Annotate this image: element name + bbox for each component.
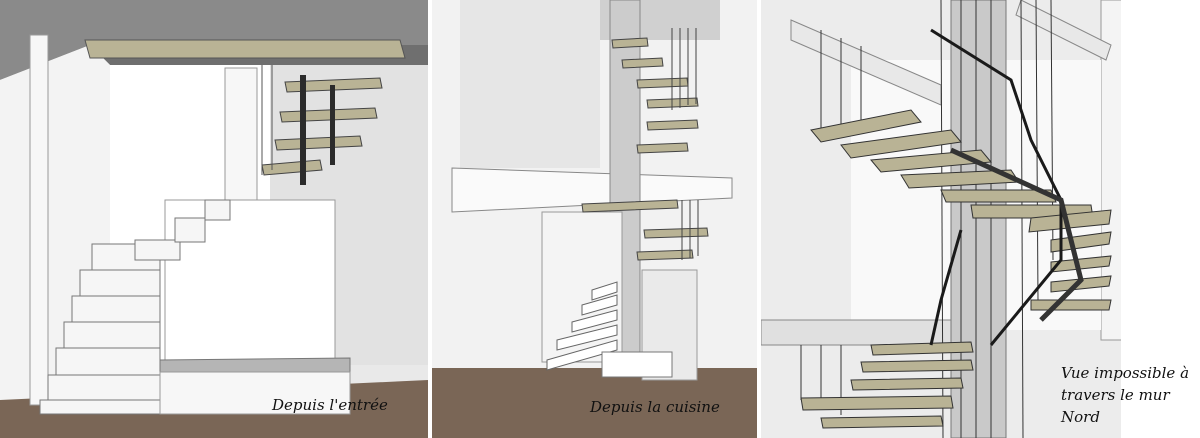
caption-entrance: Depuis l'entrée <box>272 396 388 414</box>
panel-divider <box>428 0 432 438</box>
panel-divider <box>757 0 761 438</box>
staircase-render-kitchen <box>432 0 757 438</box>
caption-north-wall: Vue impossible à travers le mur Nord <box>1061 364 1190 426</box>
staircase-render-north <box>761 0 1200 438</box>
panel-kitchen-view: Depuis la cuisine <box>432 0 757 438</box>
caption-kitchen: Depuis la cuisine <box>590 398 720 416</box>
panel-entrance-view: Depuis l'entrée <box>0 0 428 438</box>
panel-north-wall-view: Vue impossible à travers le mur Nord <box>761 0 1200 438</box>
staircase-render-entrance <box>0 0 428 438</box>
